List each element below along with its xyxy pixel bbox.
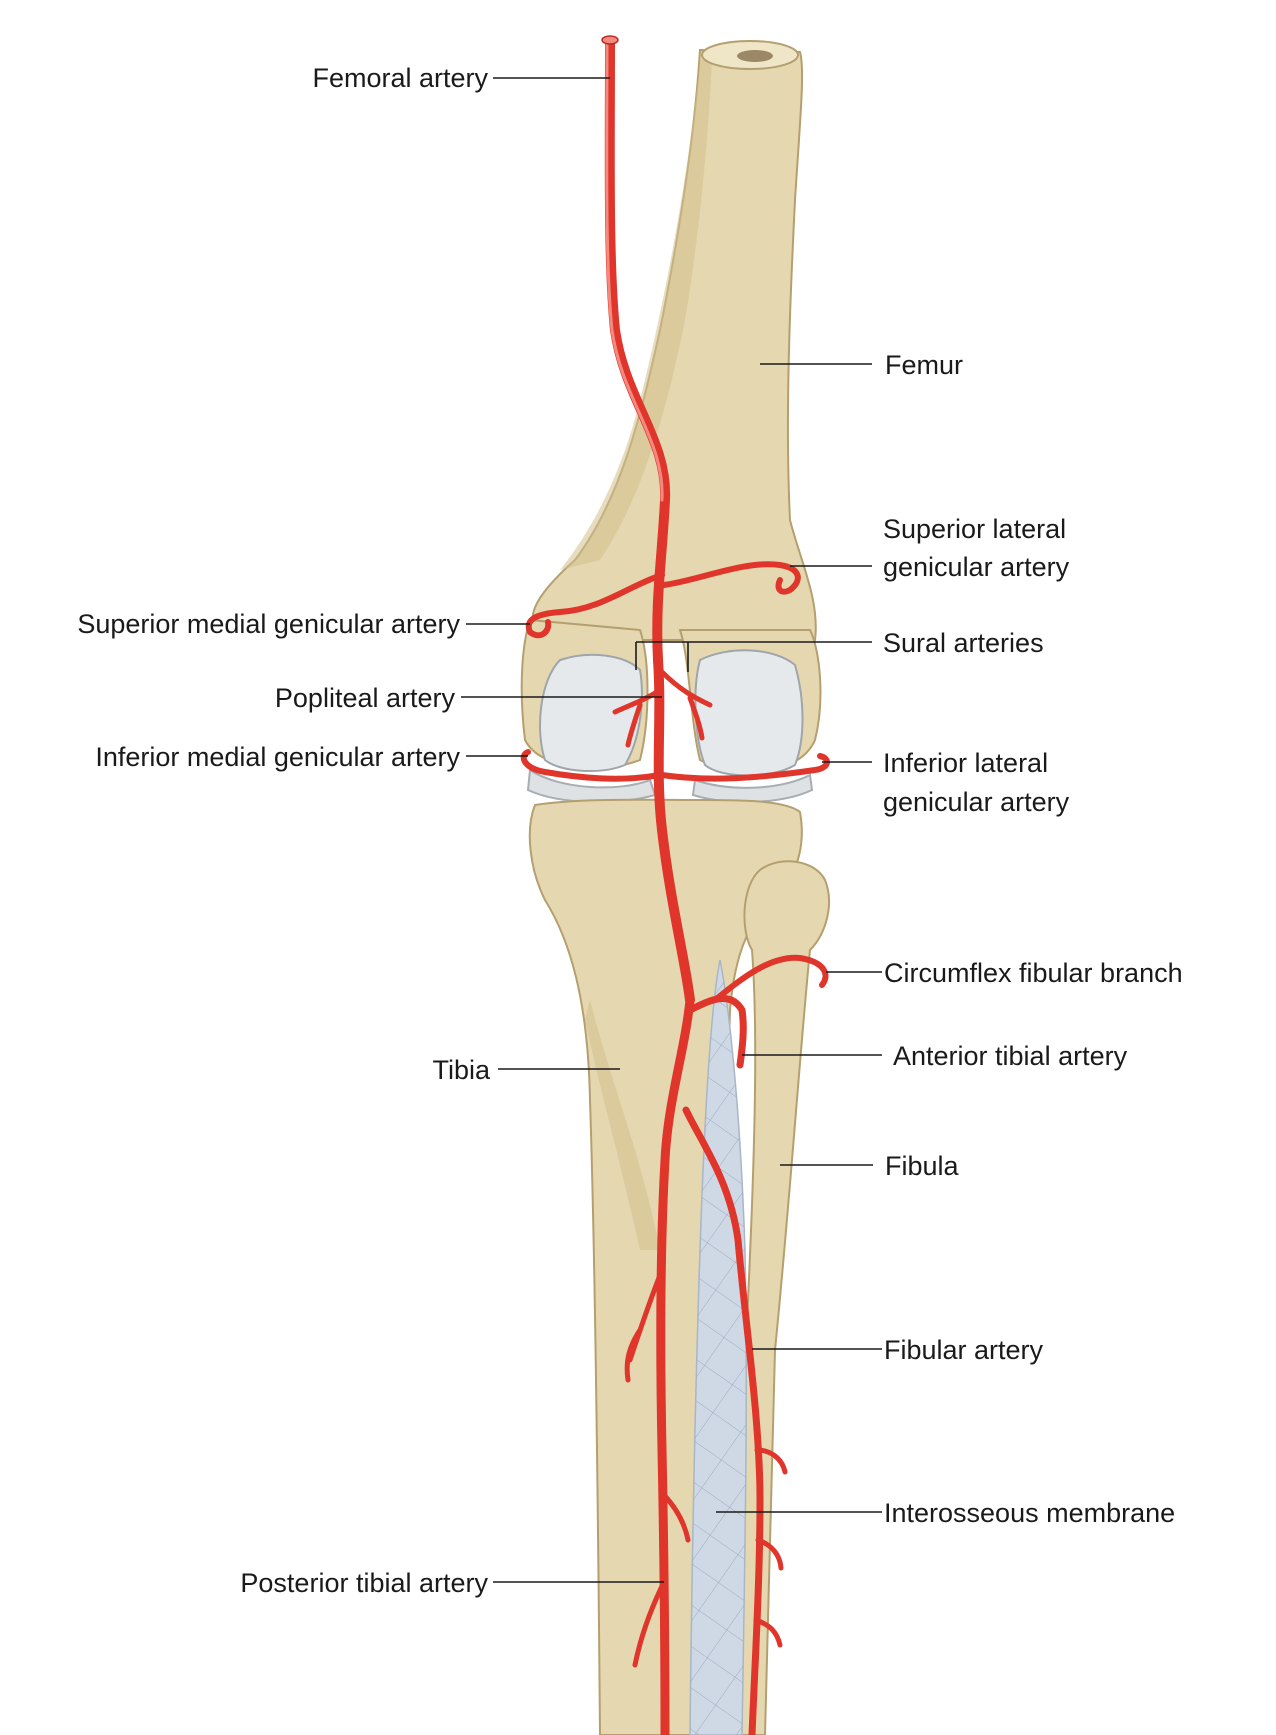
label-inferior-lateral-genicular-line2: genicular artery xyxy=(883,787,1070,817)
femoral-popliteal-artery xyxy=(604,37,695,1005)
lateral-condyle-cartilage xyxy=(694,649,804,777)
femoral-artery-cut-end xyxy=(601,35,619,45)
fibular-artery-branches xyxy=(753,1447,788,1648)
label-fibular-artery: Fibular artery xyxy=(884,1335,1044,1365)
label-anterior-tibial-artery: Anterior tibial artery xyxy=(893,1041,1128,1071)
femur-marrow xyxy=(737,50,773,62)
posterior-tibial-side-branch-3 xyxy=(632,1577,668,1668)
posterior-tibial-side-branch-2 xyxy=(661,1492,691,1543)
superior-medial-genicular-artery xyxy=(525,572,665,639)
label-interosseous-membrane: Interosseous membrane xyxy=(884,1498,1175,1528)
fibula-bone xyxy=(728,860,830,1735)
label-popliteal-artery: Popliteal artery xyxy=(275,683,456,713)
leader-lines xyxy=(461,77,882,1583)
inferior-medial-genicular-artery xyxy=(520,749,663,782)
label-tibia: Tibia xyxy=(432,1055,491,1085)
leader-sural-arteries xyxy=(635,641,872,672)
interosseous-membrane-mesh xyxy=(690,960,747,1735)
label-superior-lateral-genicular-line1: Superior lateral xyxy=(883,514,1066,544)
medial-condyle-cartilage xyxy=(539,653,643,773)
label-superior-lateral-genicular-line2: genicular artery xyxy=(883,552,1070,582)
label-posterior-tibial-artery: Posterior tibial artery xyxy=(240,1568,488,1598)
label-inferior-medial-genicular: Inferior medial genicular artery xyxy=(95,742,460,772)
sural-artery-medial xyxy=(612,687,663,748)
arteries xyxy=(520,35,830,1735)
tibia-shade xyxy=(585,1000,660,1250)
fibular-artery xyxy=(682,1106,764,1735)
label-sural-arteries: Sural arteries xyxy=(883,628,1044,658)
label-fibula: Fibula xyxy=(885,1151,960,1181)
femur-shade xyxy=(560,60,712,570)
labels: Femoral artery Femur Superior lateral ge… xyxy=(77,63,1182,1598)
label-femur: Femur xyxy=(885,350,963,380)
label-femoral-artery: Femoral artery xyxy=(312,63,488,93)
label-circumflex-fibular-branch: Circumflex fibular branch xyxy=(884,958,1183,988)
anterior-tibial-artery xyxy=(686,994,747,1069)
label-superior-medial-genicular: Superior medial genicular artery xyxy=(77,609,460,639)
sural-artery-lateral xyxy=(659,669,713,741)
bones xyxy=(520,40,830,1735)
posterior-tibial-artery xyxy=(656,995,695,1735)
superior-lateral-genicular-artery xyxy=(661,561,801,595)
circumflex-fibular-branch xyxy=(712,954,829,1003)
posterior-tibial-side-branch-1 xyxy=(624,1267,665,1383)
label-inferior-lateral-genicular-line1: Inferior lateral xyxy=(883,748,1048,778)
inferior-lateral-genicular-artery xyxy=(659,753,830,782)
